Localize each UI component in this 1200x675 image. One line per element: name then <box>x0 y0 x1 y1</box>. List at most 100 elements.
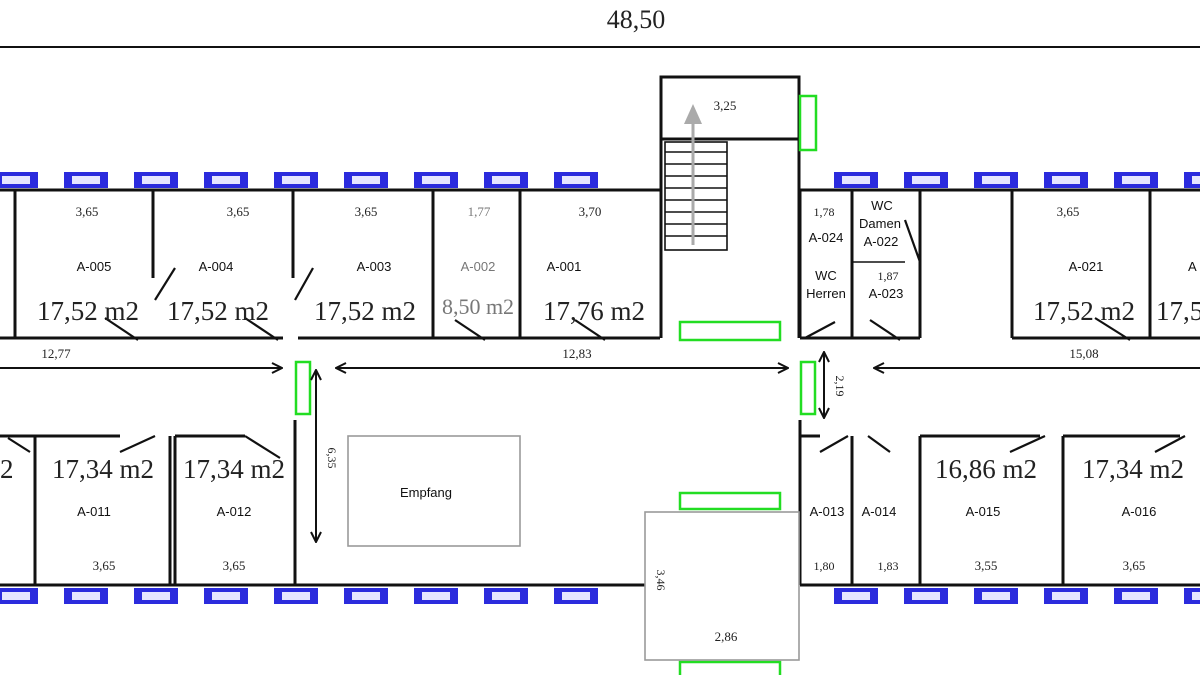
window-glass <box>562 176 590 184</box>
room-width-label: 3,65 <box>1123 558 1146 573</box>
room-a-003: 3,65 A-003 17,52 m2 <box>314 204 416 326</box>
window-glass <box>142 592 170 600</box>
room-width-label: 3,70 <box>579 204 602 219</box>
room-area-label: 17,34 m2 <box>1082 454 1184 484</box>
entrance-vestibule <box>644 511 800 661</box>
room-width-label: 3,65 <box>223 558 246 573</box>
room-id-label: A <box>1188 259 1197 274</box>
window-glass <box>282 176 310 184</box>
room-partial-bottom-left: 2 <box>0 454 14 484</box>
room-a-005: 3,65 A-005 17,52 m2 <box>37 204 139 326</box>
room-width-label: 3,65 <box>227 204 250 219</box>
room-width-label: 1,83 <box>878 559 899 573</box>
room-area-label: 17,34 m2 <box>52 454 154 484</box>
entrance-depth-label: 3,46 <box>654 570 668 591</box>
room-width-label: 1,80 <box>814 559 835 573</box>
window-glass <box>492 176 520 184</box>
window-glass <box>982 176 1010 184</box>
overall-width-label: 48,50 <box>607 5 666 34</box>
room-area-label: 17,52 m2 <box>167 296 269 326</box>
wc-herren-id: A-023 <box>869 286 904 301</box>
wc-damen-id: A-022 <box>864 234 899 249</box>
window-glass <box>1122 176 1150 184</box>
window-glass <box>912 592 940 600</box>
window-glass <box>2 592 30 600</box>
stair-treads <box>665 151 727 237</box>
stair-core: 3,25 <box>659 75 801 338</box>
room-id-label: A-013 <box>810 504 845 519</box>
room-id-label: A-004 <box>199 259 234 274</box>
stair-arrow-head <box>684 104 702 124</box>
room-id-label: A-024 <box>809 230 844 245</box>
room-a-014: A-014 1,83 <box>862 504 899 573</box>
window-glass <box>282 592 310 600</box>
window-glass <box>352 176 380 184</box>
window-glass <box>72 176 100 184</box>
room-partial-top-right: A 17,5 <box>1156 259 1200 326</box>
window-glass <box>1122 592 1150 600</box>
room-width-label: 3,65 <box>1057 204 1080 219</box>
window-glass <box>352 592 380 600</box>
window-glass <box>212 176 240 184</box>
wc-herren: WC Herren 1,87 A-023 <box>806 268 903 301</box>
window-glass <box>422 176 450 184</box>
room-area-label: 17,52 m2 <box>37 296 139 326</box>
room-a-002: 1,77 A-002 8,50 m2 <box>442 204 514 319</box>
room-width-label: 3,55 <box>975 558 998 573</box>
corridor-right-label: 15,08 <box>1069 346 1098 361</box>
room-area-label: 17,5 <box>1156 296 1200 326</box>
window-strip-top <box>0 172 1200 188</box>
window-glass <box>142 176 170 184</box>
room-a-013: A-013 1,80 <box>810 504 845 573</box>
room-id-label: A-001 <box>547 259 582 274</box>
room-area-label: 17,76 m2 <box>543 296 645 326</box>
wc-damen: WC Damen A-022 <box>859 198 901 249</box>
corridor-middle-label: 12,83 <box>562 346 591 361</box>
room-width-label: 1,77 <box>468 204 491 219</box>
room-id-label: A-014 <box>862 504 897 519</box>
room-a-021: 3,65 A-021 17,52 m2 <box>1033 204 1135 326</box>
wc-herren-line1: WC <box>815 268 837 283</box>
bottom-room-walls <box>0 420 1180 585</box>
reception-desk <box>347 435 521 547</box>
outer-walls <box>0 188 1200 587</box>
room-area-label: 17,52 m2 <box>314 296 416 326</box>
room-a-024: 1,78 A-024 <box>809 205 844 245</box>
window-glass <box>562 592 590 600</box>
window-glass <box>1192 592 1200 600</box>
window-glass <box>912 176 940 184</box>
window-glass <box>842 592 870 600</box>
reception-label: Empfang <box>400 485 452 500</box>
room-id-label: A-002 <box>461 259 496 274</box>
room-a-001: 3,70 A-001 17,76 m2 <box>543 204 645 326</box>
room-id-label: A-003 <box>357 259 392 274</box>
door-swings <box>7 219 1186 459</box>
room-id-label: A-016 <box>1122 504 1157 519</box>
window-glass <box>72 592 100 600</box>
room-id-label: A-015 <box>966 504 1001 519</box>
room-width-label: 3,65 <box>76 204 99 219</box>
corridor-height-label: 2,19 <box>833 376 847 397</box>
wc-herren-line2: Herren <box>806 286 846 301</box>
window-glass <box>422 592 450 600</box>
room-id-label: A-005 <box>77 259 112 274</box>
room-a-004: 3,65 A-004 17,52 m2 <box>167 204 269 326</box>
door-markers <box>294 94 818 675</box>
room-width-label: 1,78 <box>814 205 835 219</box>
room-area-label: 16,86 m2 <box>935 454 1037 484</box>
stair-depth-label: 3,25 <box>714 98 737 113</box>
room-id-label: A-012 <box>217 504 252 519</box>
lobby-depth-label: 6,35 <box>325 448 339 469</box>
corridor-left-label: 12,77 <box>41 346 71 361</box>
wc-herren-width: 1,87 <box>878 269 899 283</box>
room-a-015: 16,86 m2 A-015 3,55 <box>935 454 1037 573</box>
room-area-label: 8,50 m2 <box>442 294 514 319</box>
window-glass <box>492 592 520 600</box>
room-a-016: 17,34 m2 A-016 3,65 <box>1082 454 1184 573</box>
room-area-label: 17,52 m2 <box>1033 296 1135 326</box>
room-a-012: 17,34 m2 A-012 3,65 <box>183 454 285 573</box>
room-id-label: A-011 <box>77 504 111 519</box>
window-strip-bottom <box>0 588 1200 604</box>
window-glass <box>2 176 30 184</box>
